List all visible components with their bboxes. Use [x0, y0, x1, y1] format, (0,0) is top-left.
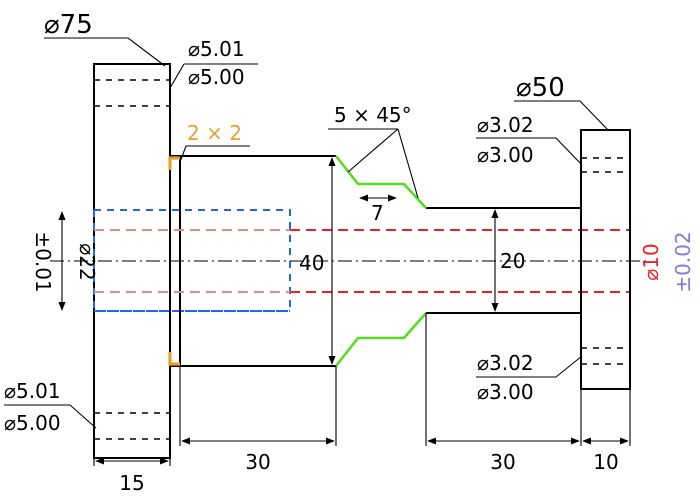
- label-right-bore-bottom-upper: ⌀3.02: [477, 351, 534, 375]
- label-right-bore-bottom-lower: ⌀3.00: [477, 380, 534, 404]
- label-left-bore-top-upper: ⌀5.01: [188, 37, 245, 61]
- leader-right-flange-dia: [514, 100, 609, 131]
- label-right-bore-top-upper: ⌀3.02: [477, 113, 534, 137]
- label-flange-chamfer: 2 × 2: [187, 121, 242, 145]
- leader-right-bore-bottom: [476, 355, 583, 378]
- label-inner-diameter: ⌀10: [639, 243, 663, 281]
- label-left-flange-diameter: ⌀75: [44, 10, 93, 40]
- leader-left-bore-bottom: [4, 404, 97, 429]
- leader-chamfer-diag-1: [347, 128, 399, 173]
- label-main-diameter: 40: [299, 251, 324, 275]
- label-bore-tolerance: ±0.01: [31, 231, 55, 292]
- label-neck-length: 30: [490, 450, 515, 474]
- label-main-length: 30: [245, 450, 270, 474]
- chamfer-groove-top: [334, 155, 427, 209]
- label-shaft-chamfer: 5 × 45°: [334, 103, 412, 127]
- leader-right-bore-top: [476, 137, 583, 166]
- flange-chamfer-top: [168, 156, 180, 170]
- label-bore-diameter: ⌀22: [75, 243, 99, 281]
- flange-chamfer-bottom: [168, 352, 180, 366]
- label-right-flange-width: 10: [593, 450, 618, 474]
- label-inner-tolerance: ±0.02: [671, 231, 695, 292]
- label-left-bore-top-lower: ⌀5.00: [188, 65, 245, 89]
- label-left-bore-bottom-lower: ⌀5.00: [4, 411, 61, 435]
- label-right-flange-diameter: ⌀50: [516, 73, 565, 103]
- label-right-bore-top-lower: ⌀3.00: [477, 143, 534, 167]
- label-flange-width: 15: [119, 471, 144, 495]
- chamfer-groove-bottom: [334, 312, 427, 367]
- right-flange-outline: [580, 129, 631, 390]
- leader-chamfer-diag-2: [397, 128, 419, 199]
- bore-hidden-outline: [93, 209, 291, 312]
- label-groove-width: 7: [371, 201, 384, 225]
- label-left-bore-bottom-upper: ⌀5.01: [4, 379, 61, 403]
- leader-left-flange-dia: [44, 37, 166, 67]
- label-neck-diameter: 20: [500, 249, 525, 273]
- leader-left-bore-top-diag: [169, 63, 185, 89]
- leader-flange-chamfer: [179, 145, 250, 163]
